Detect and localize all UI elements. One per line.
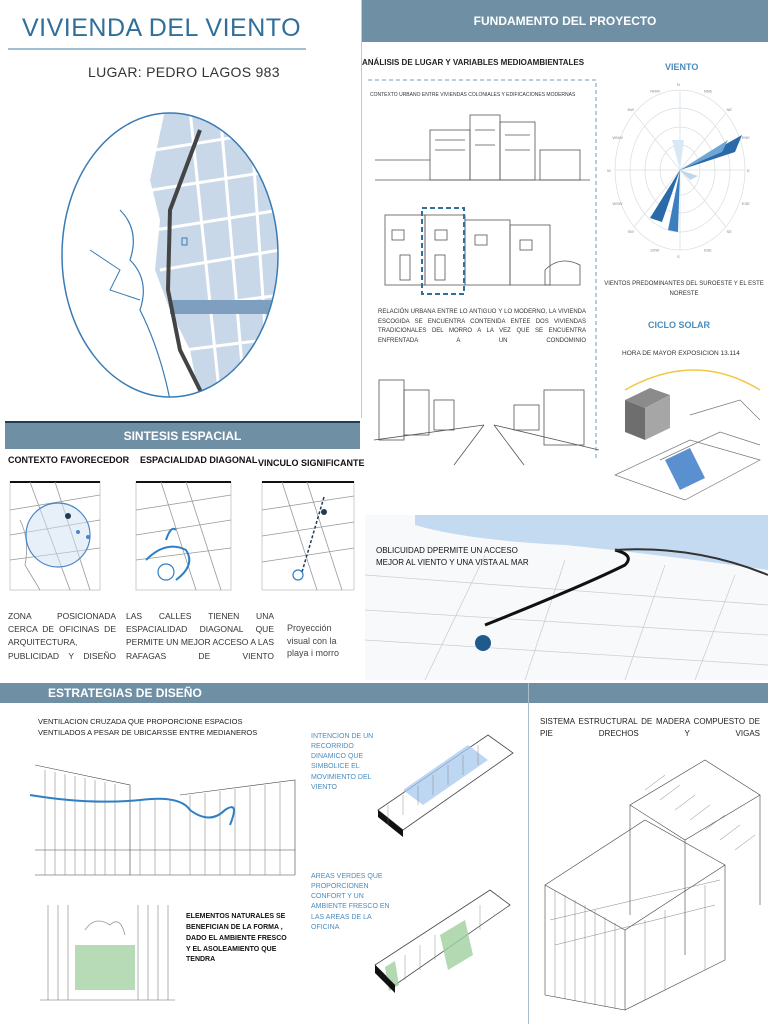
- sintesis-text-contexto: ZONA POSICIONADA CERCA DE OFICINAS DE AR…: [8, 611, 116, 661]
- rose-label-ne: NE: [726, 107, 732, 112]
- analisis-dashed-frame: [368, 79, 597, 458]
- sistema-estructural-text: SISTEMA ESTRUCTURAL DE MADERA COMPUESTO …: [540, 717, 760, 739]
- rose-label-nnw: NNW: [650, 89, 660, 94]
- rose-label-ese: ESE: [742, 201, 750, 206]
- sintesis-bar-top: [5, 421, 360, 423]
- sintesis-label-contexto: CONTEXTO FAVORECEDOR: [8, 455, 130, 465]
- sintesis-label-vinculo: VINCULO SIGNIFICANTE: [258, 458, 365, 468]
- rose-label-sse: SSE: [704, 247, 712, 252]
- vientos-text-1: VIENTOS PREDOMINANTES DEL SUROESTE Y EL …: [604, 281, 764, 287]
- location-label: LUGAR: PEDRO LAGOS 983: [88, 64, 280, 80]
- fundamento-banner: FUNDAMENTO DEL PROYECTO: [362, 0, 768, 42]
- relacion-text: RELACIÓN URBANA ENTRE LO ANTIGUO Y LO MO…: [378, 309, 586, 344]
- dynamic-path-isometric: [377, 734, 514, 837]
- natural-elements-section: [40, 905, 175, 1001]
- vientos-text-2: NORESTE: [669, 291, 699, 297]
- sintesis-map-vinculo: [261, 481, 355, 591]
- rose-label-wsw: WSW: [612, 201, 622, 206]
- rose-label-w: W: [607, 168, 611, 173]
- green-areas-isometric: [374, 889, 511, 993]
- rose-label-n: N: [677, 82, 680, 87]
- elementos-text: ELEMENTOS NATURALES SE BENEFICIAN DE LA …: [186, 913, 287, 964]
- wind-rose-chart: N NNE NE ENE E ESE SE SSE S SSW SW WSW W WNW NW NNW: [607, 82, 751, 259]
- viento-title: VIENTO: [665, 62, 699, 72]
- ciclo-solar-title: CICLO SOLAR: [648, 320, 710, 330]
- rose-label-nw: NW: [628, 107, 635, 112]
- areas-verdes-text: AREAS VERDES QUE PROPORCIONEN CONFORT Y …: [311, 873, 390, 931]
- recorrido-text: INTENCION DE UN RECORRIDO DINAMICO QUE S…: [311, 733, 374, 791]
- sintesis-map-contexto: [9, 481, 101, 591]
- rose-label-sw: SW: [628, 229, 635, 234]
- solar-cycle-sketch: [614, 369, 761, 501]
- rose-label-e: E: [747, 168, 750, 173]
- sintesis-label-espacialidad: ESPACIALIDAD DIAGONAL: [140, 455, 258, 465]
- oblique-view-sketch: [364, 515, 768, 681]
- page-title: VIVIENDA DEL VIENTO: [22, 14, 302, 42]
- hora-exposicion-text: HORA DE MAYOR EXPOSICION 13.114: [622, 350, 740, 357]
- context-caption: CONTEXTO URBANO ENTRE VIVIENDAS COLONIAL…: [370, 92, 576, 98]
- rose-label-ene: ENE: [742, 135, 751, 140]
- timber-structure-isometric: [544, 759, 761, 1011]
- cross-ventilation-section: [29, 764, 296, 876]
- oblicuidad-text: OBLICUIDAD DPERMITE UN ACCESO MEJOR AL V…: [376, 546, 529, 567]
- rose-label-s: S: [677, 254, 680, 259]
- estrategias-divider: [528, 683, 529, 1024]
- rose-label-se: SE: [726, 229, 732, 234]
- title-divider: [8, 48, 306, 50]
- analisis-title: ANÁLISIS DE LUGAR Y VARIABLES MEDIOAMBIE…: [362, 58, 585, 67]
- sintesis-text-vinculo: Proyección visual con la playa i morro: [287, 623, 340, 659]
- street-sketch-colonial: [384, 207, 581, 295]
- rose-label-wnw: WNW: [612, 135, 623, 140]
- rose-label-nne: NNE: [704, 89, 713, 94]
- sintesis-banner: SINTESIS ESPACIAL: [5, 423, 360, 449]
- sintesis-map-espacialidad: [135, 481, 232, 591]
- rose-label-ssw: SSW: [650, 247, 659, 252]
- sintesis-text-espacialidad: LAS CALLES TIENEN UNA ESPACIALIDAD DIAGO…: [126, 611, 274, 661]
- site-map-circle: [61, 112, 279, 398]
- street-sketch-modern: [375, 114, 590, 181]
- street-perspective-sketch: [373, 379, 600, 466]
- ventilacion-text: VENTILACION CRUZADA QUE PROPORCIONE ESPA…: [38, 717, 258, 738]
- estrategias-banner: ESTRATEGIAS DE DISEÑO: [0, 683, 768, 703]
- column-divider: [361, 0, 362, 418]
